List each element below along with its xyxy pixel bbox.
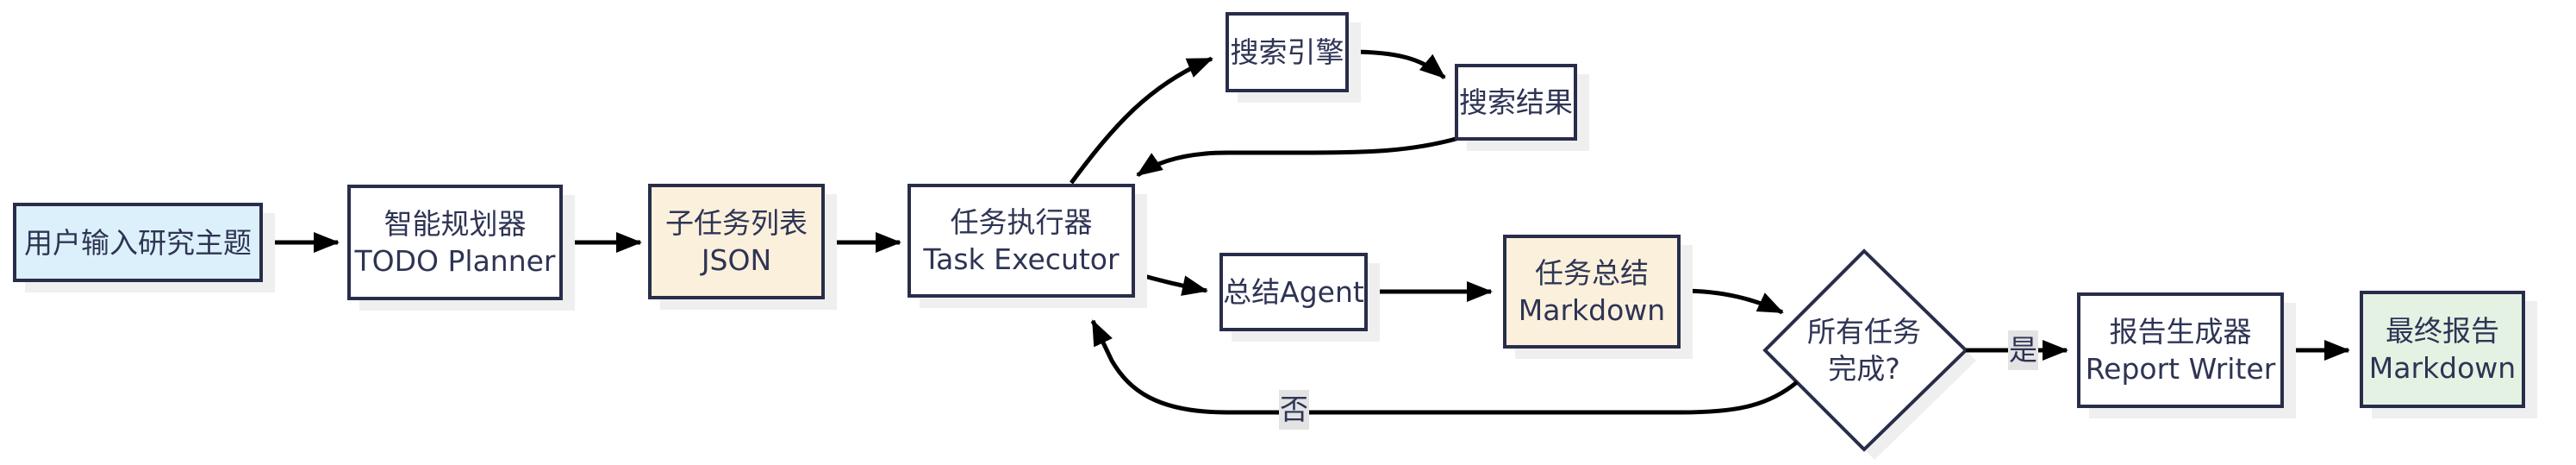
- edge-decision-to-executor-no: [1090, 319, 1799, 415]
- node-planner-label-en: TODO Planner: [354, 244, 556, 278]
- node-decision-label-line2: 完成?: [1828, 352, 1900, 386]
- node-search-results-label: 搜索结果: [1459, 85, 1573, 119]
- node-user-input-label: 用户输入研究主题: [24, 225, 252, 260]
- node-task-executor-label-zh: 任务执行器: [950, 205, 1093, 239]
- edge-search-engine-to-results: [1348, 49, 1446, 79]
- node-subtask-list: 子任务列表 JSON: [648, 184, 825, 299]
- node-planner: 智能规划器 TODO Planner: [347, 185, 563, 300]
- node-search-engine-label: 搜索引擎: [1230, 35, 1344, 69]
- node-search-engine: 搜索引擎: [1226, 12, 1349, 92]
- node-final-report: 最终报告 Markdown: [2360, 291, 2525, 408]
- edge-summary-to-decision: [1680, 288, 1784, 315]
- edge-results-to-executor: [1136, 135, 1460, 178]
- edge-label-yes: 是: [2008, 330, 2038, 370]
- node-subtask-list-label-en: JSON: [701, 243, 772, 277]
- node-subtask-list-label-zh: 子任务列表: [665, 206, 808, 240]
- node-task-summary-label-zh: 任务总结: [1535, 256, 1649, 290]
- node-summary-agent-label: 总结Agent: [1223, 275, 1364, 309]
- decision-diamond-shape: [1762, 248, 1968, 452]
- edge-executor-to-search-engine: [1069, 56, 1213, 185]
- node-task-summary-label-en: Markdown: [1518, 293, 1666, 327]
- node-report-writer-label-en: Report Writer: [2085, 352, 2276, 386]
- edge-label-no: 否: [1279, 390, 1309, 430]
- node-summary-agent: 总结Agent: [1219, 253, 1368, 331]
- node-final-report-label-zh: 最终报告: [2386, 314, 2499, 348]
- node-planner-label-zh: 智能规划器: [384, 207, 527, 241]
- node-report-writer-label-zh: 报告生成器: [2109, 315, 2252, 349]
- node-task-executor: 任务执行器 Task Executor: [908, 184, 1135, 298]
- node-task-summary: 任务总结 Markdown: [1503, 235, 1681, 349]
- node-final-report-label-en: Markdown: [2368, 351, 2517, 385]
- node-decision-label: 所有任务 完成?: [1778, 313, 1950, 387]
- node-task-executor-label-en: Task Executor: [923, 242, 1120, 276]
- node-decision-label-line1: 所有任务: [1807, 315, 1921, 349]
- edge-executor-to-summary-agent: [1134, 271, 1208, 296]
- node-search-results: 搜索结果: [1455, 64, 1577, 141]
- node-report-writer: 报告生成器 Report Writer: [2077, 292, 2284, 408]
- node-user-input: 用户输入研究主题: [13, 203, 263, 282]
